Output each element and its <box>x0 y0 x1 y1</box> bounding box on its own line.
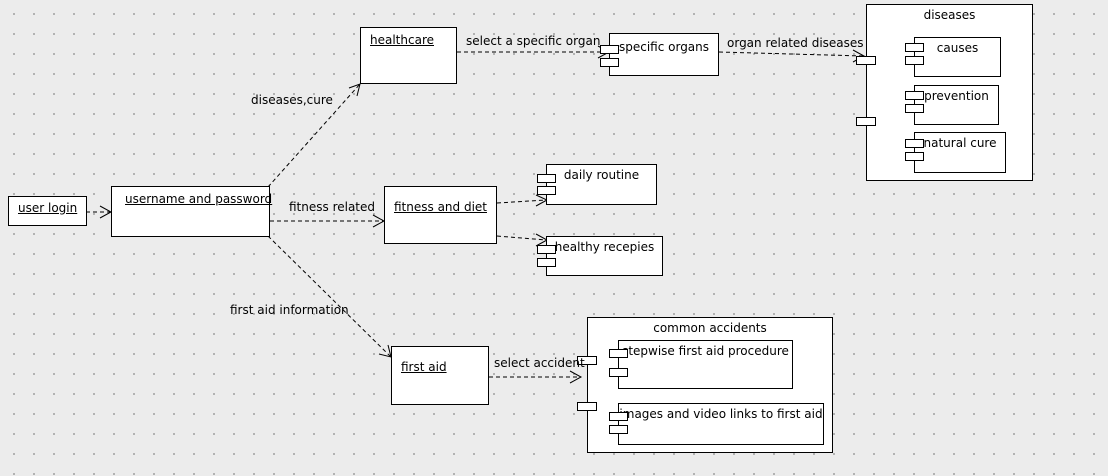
port <box>577 356 597 365</box>
component-icon <box>600 58 619 67</box>
component-icon <box>609 368 628 377</box>
daily-routine-component[interactable]: daily routine <box>546 164 657 205</box>
component-icon <box>537 186 556 195</box>
component-icon <box>609 425 628 434</box>
common-accidents-group-title: common accidents <box>653 321 767 335</box>
images-video-links-label: images and video links to first aid <box>619 407 823 421</box>
edge-credentials-to-fitness <box>270 214 386 228</box>
specific-organs-component[interactable]: specific organs <box>609 33 719 76</box>
component-icon <box>905 43 924 52</box>
edge-organs-to-diseases <box>718 49 866 63</box>
component-icon <box>905 152 924 161</box>
component-icon <box>609 349 628 358</box>
stepwise-procedure-label: stepwise first aid procedure <box>622 344 789 358</box>
component-icon <box>537 174 556 183</box>
images-video-links-component[interactable]: images and video links to first aid <box>618 403 824 445</box>
specific-organs-label: specific organs <box>618 40 710 54</box>
daily-routine-label: daily routine <box>563 168 640 182</box>
first-aid-node[interactable]: first aid <box>391 346 489 405</box>
username-password-node[interactable]: username and password <box>111 186 273 237</box>
edge-label-first-aid-information: first aid information <box>230 303 349 317</box>
edge-label-select-specific-organ: select a specific organ <box>466 34 601 48</box>
edge-label-select-accident: select accident <box>494 356 585 370</box>
edge-label-fitness-related: fitness related <box>289 200 376 214</box>
natural-cure-label: natural cure <box>923 136 997 150</box>
stepwise-procedure-component[interactable]: stepwise first aid procedure <box>618 340 793 389</box>
component-icon <box>905 91 924 100</box>
diseases-group-title: diseases <box>923 8 976 22</box>
edge-fitness-to-routine <box>496 194 549 207</box>
prevention-label: prevention <box>924 89 989 103</box>
prevention-component[interactable]: prevention <box>914 85 999 125</box>
first-aid-label: first aid <box>401 360 447 374</box>
component-icon <box>609 412 628 421</box>
fitness-diet-node[interactable]: fitness and diet <box>384 186 497 244</box>
port <box>577 402 597 411</box>
healthcare-node[interactable]: healthcare <box>360 27 457 84</box>
user-login-node[interactable]: user login <box>8 196 87 226</box>
causes-label: causes <box>936 41 979 55</box>
healthcare-label: healthcare <box>370 33 434 47</box>
component-icon <box>600 45 619 54</box>
edge-first-aid-to-accidents <box>489 370 583 384</box>
username-password-label: username and password <box>125 192 273 206</box>
component-icon <box>905 56 924 65</box>
edge-login-to-credentials <box>86 205 113 219</box>
component-icon <box>537 258 556 267</box>
port <box>856 56 876 65</box>
healthy-recepies-component[interactable]: healthy recepies <box>546 236 663 276</box>
component-icon <box>905 139 924 148</box>
component-icon <box>905 104 924 113</box>
causes-component[interactable]: causes <box>914 37 1001 77</box>
user-login-label: user login <box>18 201 78 215</box>
healthy-recepies-label: healthy recepies <box>554 240 655 254</box>
edge-credentials-to-healthcare <box>267 83 361 188</box>
natural-cure-component[interactable]: natural cure <box>914 132 1006 173</box>
edge-label-diseases-cure: diseases,cure <box>251 93 333 107</box>
edge-label-organ-related-diseases: organ related diseases <box>727 36 864 50</box>
port <box>856 117 876 126</box>
component-icon <box>537 245 556 254</box>
edge-credentials-to-first-aid <box>267 235 392 358</box>
fitness-diet-label: fitness and diet <box>394 200 487 214</box>
